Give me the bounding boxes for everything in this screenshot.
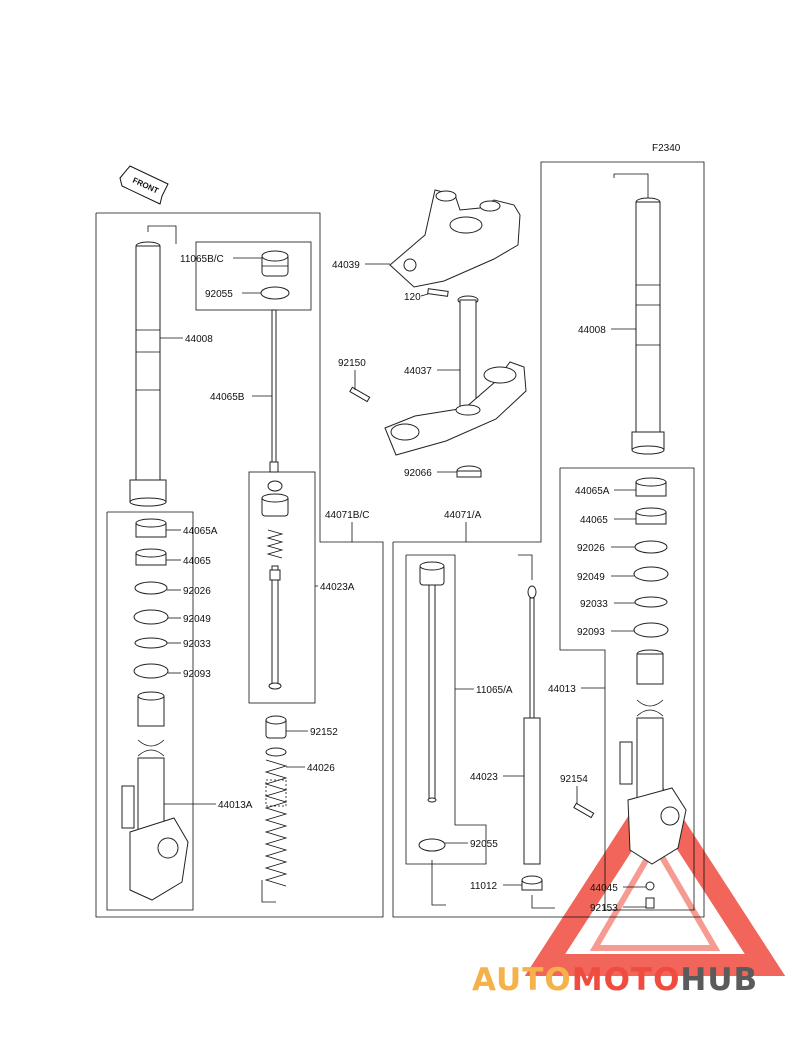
label-44013: 44013: [548, 684, 576, 695]
watermark-part-hub: HUB: [680, 962, 759, 998]
left-outer-tube: [129, 225, 177, 507]
right-seal-stack: [633, 477, 669, 638]
left-spring-nut: [265, 715, 287, 739]
left-inner-tube: [121, 691, 189, 901]
label-44023a: 44023A: [320, 582, 355, 593]
label-44071bc: 44071B/C: [325, 510, 369, 521]
watermark-part-moto: MOTO: [571, 962, 681, 998]
label-44008-right: 44008: [578, 325, 606, 336]
label-92055-right: 92055: [470, 839, 498, 850]
left-seal-stack: [133, 518, 169, 679]
label-44013a: 44013A: [218, 800, 253, 811]
axle-clamp-bolt-92154: [573, 802, 595, 819]
label-92093-right: 92093: [577, 627, 605, 638]
right-cap-rod: [418, 561, 446, 852]
label-44039: 44039: [332, 260, 360, 271]
lower-triple-clamp: [384, 295, 527, 456]
label-44065-right: 44065: [580, 515, 608, 526]
clamp-bolt-92150: [349, 386, 371, 403]
front-arrow-icon: FRONT: [119, 165, 169, 205]
left-push-rod: [269, 309, 279, 473]
label-44023: 44023: [470, 772, 498, 783]
label-92033-left: 92033: [183, 639, 211, 650]
left-fork-spring: [261, 747, 288, 903]
watermark-part-auto: AUTO: [472, 962, 572, 998]
label-120: 120: [404, 292, 421, 303]
label-92152: 92152: [310, 727, 338, 738]
label-44071a: 44071/A: [444, 510, 482, 521]
left-cap-bolt: [260, 250, 290, 300]
label-92153: 92153: [590, 903, 618, 914]
watermark-text: AUTOMOTOHUB: [472, 962, 758, 998]
label-44065-left: 44065: [183, 556, 211, 567]
label-44065a-left: 44065A: [183, 526, 218, 537]
watermark-triangle: [524, 774, 786, 976]
upper-triple-clamp: [389, 189, 521, 288]
left-cartridge: [261, 480, 289, 690]
label-92049-right: 92049: [577, 572, 605, 583]
left-fork-frame: [95, 212, 384, 918]
label-92055-left: 92055: [205, 289, 233, 300]
label-44008-left: 44008: [185, 334, 213, 345]
right-inner-tube: [619, 649, 687, 865]
figure-code: F2340: [652, 143, 681, 154]
stem-bolt-120: [427, 288, 449, 297]
label-92066: 92066: [404, 468, 432, 479]
label-44065a-right: 44065A: [575, 486, 610, 497]
label-92049-left: 92049: [183, 614, 211, 625]
label-92093-left: 92093: [183, 669, 211, 680]
label-44045: 44045: [590, 883, 618, 894]
fitting-44045: [645, 881, 655, 909]
label-44037: 44037: [404, 366, 432, 377]
label-11012: 11012: [470, 881, 498, 892]
label-92150: 92150: [338, 358, 366, 369]
stem-seal-92066: [456, 465, 482, 478]
label-11065bc: 11065B/C: [180, 254, 224, 265]
label-92026-right: 92026: [577, 543, 605, 554]
right-outer-tube: [613, 173, 665, 455]
label-92026-left: 92026: [183, 586, 211, 597]
center-right-frame: [392, 161, 705, 918]
label-44026: 44026: [307, 763, 335, 774]
right-damper: [518, 554, 541, 865]
label-11065a: 11065/A: [476, 685, 513, 696]
label-92154: 92154: [560, 774, 588, 785]
label-44065b: 44065B: [210, 392, 245, 403]
label-92033-right: 92033: [580, 599, 608, 610]
bushing-11012: [521, 875, 555, 909]
